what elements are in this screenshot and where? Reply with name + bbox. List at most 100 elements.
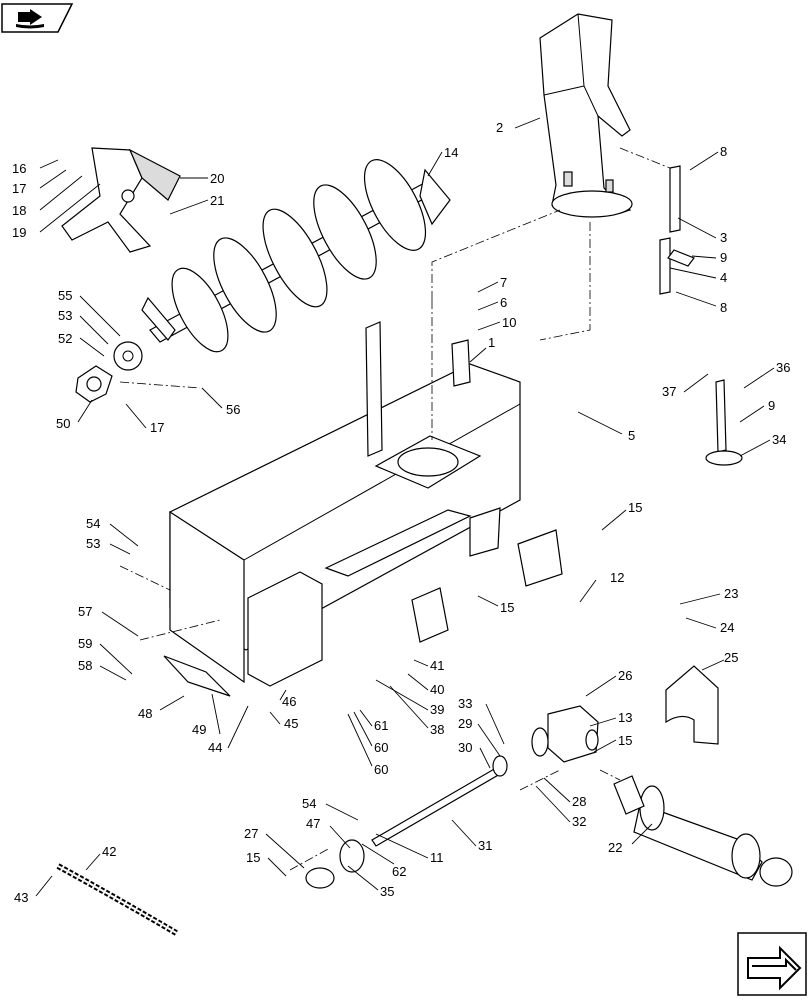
- callouts: 1 2 3 4 5 6 7 8 8 9 9 10 11 12 13 14 15 …: [12, 117, 790, 905]
- svg-text:15: 15: [500, 600, 514, 615]
- callout-1: 1: [469, 335, 495, 363]
- callout-33: 32: [535, 785, 586, 829]
- callout-60a: 59: [78, 636, 133, 675]
- svg-text:8: 8: [720, 300, 727, 315]
- callout-50: 49: [192, 693, 221, 737]
- callout-40: 39: [375, 679, 444, 717]
- main-housing: [163, 321, 563, 697]
- callout-43: 42: [85, 844, 116, 871]
- svg-text:53: 53: [58, 308, 72, 323]
- svg-text:1: 1: [488, 335, 495, 350]
- svg-text:25: 25: [724, 650, 738, 665]
- callout-11: 11: [375, 833, 444, 865]
- skid-shoe: [705, 379, 743, 466]
- callout-46: 45: [269, 711, 298, 731]
- svg-text:35: 35: [380, 884, 394, 899]
- callout-15c: 15: [246, 850, 287, 877]
- callout-63: 62: [361, 843, 406, 879]
- callout-32: 31: [451, 819, 492, 853]
- callout-60b: 60: [347, 713, 388, 777]
- svg-text:54: 54: [86, 516, 100, 531]
- callout-21: 20: [180, 171, 224, 186]
- callout-52: 50: [56, 399, 93, 431]
- svg-text:27: 27: [244, 826, 258, 841]
- callout-6: 6: [477, 295, 507, 311]
- callout-19: 18: [12, 175, 83, 218]
- svg-text:7: 7: [500, 275, 507, 290]
- svg-text:12: 12: [610, 570, 624, 585]
- bearing-sprocket: [75, 341, 143, 403]
- svg-text:59: 59: [78, 636, 92, 651]
- callout-61: 60: [353, 711, 388, 755]
- svg-text:22: 22: [608, 840, 622, 855]
- callout-47: 46: [279, 689, 296, 709]
- callout-7: 7: [477, 275, 507, 293]
- callout-15b: 15: [593, 733, 632, 753]
- callout-53a: 52: [58, 331, 105, 357]
- callout-42: 41: [413, 658, 444, 673]
- callout-36: 35: [347, 865, 394, 899]
- callout-30: 29: [458, 716, 501, 757]
- callout-37: 36: [743, 360, 790, 389]
- gearbox: [531, 705, 599, 763]
- svg-text:2: 2: [496, 120, 503, 135]
- callout-41: 40: [407, 673, 444, 697]
- svg-text:36: 36: [776, 360, 790, 375]
- callout-54a: 53: [58, 308, 109, 345]
- svg-text:61: 61: [374, 718, 388, 733]
- callout-23: 22: [608, 823, 653, 855]
- callout-8b: 8: [675, 291, 727, 315]
- svg-text:21: 21: [210, 193, 224, 208]
- callout-59: 58: [78, 658, 127, 681]
- svg-text:38: 38: [430, 722, 444, 737]
- svg-text:45: 45: [284, 716, 298, 731]
- svg-text:41: 41: [430, 658, 444, 673]
- callout-5: 5: [577, 411, 635, 443]
- next-page-arrow-icon[interactable]: [737, 932, 807, 996]
- svg-text:31: 31: [478, 838, 492, 853]
- svg-text:60: 60: [374, 762, 388, 777]
- svg-text:17: 17: [150, 420, 164, 435]
- svg-text:6: 6: [500, 295, 507, 310]
- callout-35: 34: [739, 432, 786, 457]
- svg-text:32: 32: [572, 814, 586, 829]
- callout-10: 10: [477, 315, 516, 331]
- shield-cover: [665, 665, 719, 745]
- svg-text:10: 10: [502, 315, 516, 330]
- svg-text:43: 43: [14, 890, 28, 905]
- svg-text:47: 47: [306, 816, 320, 831]
- svg-text:4: 4: [720, 270, 727, 285]
- pto-shaft: [613, 775, 793, 887]
- callout-14: 14: [427, 145, 458, 177]
- callout-55: 54: [302, 796, 359, 821]
- callout-9b: 9: [739, 398, 775, 423]
- svg-text:52: 52: [58, 331, 72, 346]
- svg-text:15: 15: [628, 500, 642, 515]
- book-arrow-icon[interactable]: [1, 3, 74, 33]
- callout-57: 56: [201, 387, 240, 417]
- callout-58: 57: [78, 604, 139, 637]
- callout-44: 43: [14, 875, 53, 905]
- svg-text:13: 13: [618, 710, 632, 725]
- svg-text:18: 18: [12, 203, 26, 218]
- svg-text:9: 9: [720, 250, 727, 265]
- callout-9a: 9: [691, 250, 727, 265]
- impeller: [61, 147, 181, 253]
- svg-text:54: 54: [302, 796, 316, 811]
- callout-28: 27: [244, 826, 305, 869]
- svg-text:16: 16: [12, 161, 26, 176]
- callout-20: 19: [12, 183, 101, 240]
- callout-3: 3: [677, 217, 727, 245]
- callout-17a: 16: [12, 159, 59, 176]
- callout-54b: 54: [86, 516, 139, 547]
- svg-text:40: 40: [430, 682, 444, 697]
- svg-text:50: 50: [56, 416, 70, 431]
- callout-34: 33: [458, 696, 505, 745]
- svg-text:44: 44: [208, 740, 222, 755]
- callout-29: 28: [543, 777, 586, 809]
- svg-text:8: 8: [720, 144, 727, 159]
- svg-text:14: 14: [444, 145, 458, 160]
- callout-4: 4: [669, 267, 727, 285]
- svg-text:11: 11: [430, 850, 444, 865]
